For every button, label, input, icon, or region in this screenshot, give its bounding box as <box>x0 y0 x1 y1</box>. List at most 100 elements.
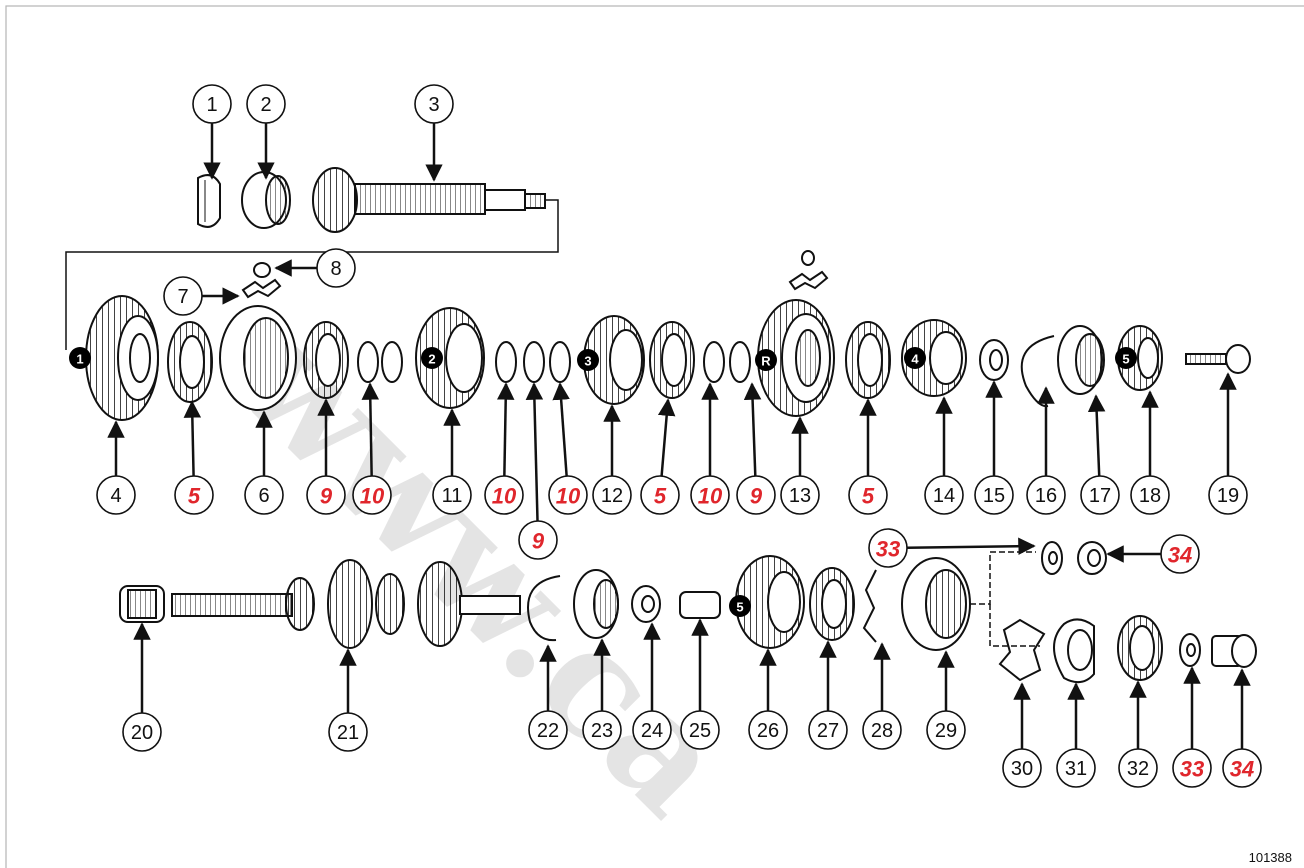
callout-circle <box>974 475 1014 515</box>
callout-label: 14 <box>933 485 955 507</box>
part-17-bearing <box>1057 325 1105 395</box>
gear-marker-label: 1 <box>76 352 83 367</box>
gear-marker-label: 3 <box>584 354 591 369</box>
part-11-gear-2 <box>415 307 485 409</box>
callout-10: 10 <box>352 475 392 515</box>
callout-circle <box>414 84 454 124</box>
callout-circle <box>690 475 730 515</box>
callout-circle <box>352 475 392 515</box>
gear-marker-1: 1 <box>69 347 91 369</box>
callout-3: 3 <box>414 84 454 124</box>
part-10-spring-c <box>703 341 751 383</box>
callout-circle <box>748 710 788 750</box>
callout-30: 30 <box>1002 748 1042 788</box>
part-12-gear-3 <box>583 315 645 405</box>
reference-code: 101388 <box>1249 850 1292 865</box>
gear-marker-R: R <box>755 349 777 371</box>
gear-marker-5: 5 <box>1115 347 1137 369</box>
callout-circle <box>1026 475 1066 515</box>
part-14-gear-4 <box>901 319 967 397</box>
callout-circle <box>632 710 672 750</box>
callout-34: 34 <box>1160 534 1200 574</box>
callout-19: 19 <box>1208 475 1248 515</box>
callout-circle <box>592 475 632 515</box>
callout-4: 4 <box>96 475 136 515</box>
callout-label: 16 <box>1035 485 1057 507</box>
part-1-bearing-cup <box>197 174 221 228</box>
hub-link-line-b <box>989 604 1040 647</box>
part-10-spring <box>357 341 403 383</box>
callout-23: 23 <box>582 710 622 750</box>
callout-label: 10 <box>492 484 517 509</box>
callout-17: 17 <box>1080 475 1120 515</box>
callout-label: 10 <box>556 484 581 509</box>
callout-32: 32 <box>1118 748 1158 788</box>
part-29-synchro-hub <box>901 557 971 651</box>
callout-label: 24 <box>641 720 663 742</box>
gear-marker-label: 5 <box>1122 352 1129 367</box>
callout-label: 20 <box>131 722 153 744</box>
part-27-synchro-ring <box>809 567 855 641</box>
callout-circle <box>640 475 680 515</box>
page-border <box>5 5 1304 868</box>
callout-circle <box>548 475 588 515</box>
callout-label: 2 <box>260 94 271 116</box>
gear-marker-3: 3 <box>577 349 599 371</box>
part-20-needle-bearing <box>119 585 165 623</box>
callout-circle <box>432 475 472 515</box>
callout-circle <box>924 475 964 515</box>
callout-circle <box>246 84 286 124</box>
callout-33: 33 <box>1172 748 1212 788</box>
part-2-roller-bearing <box>241 171 291 229</box>
gear-marker-4: 4 <box>904 347 926 369</box>
callout-circle <box>163 276 203 316</box>
callout-label: 4 <box>110 485 121 507</box>
callout-31: 31 <box>1056 748 1096 788</box>
callout-label: 31 <box>1065 758 1087 780</box>
callout-circle <box>926 710 966 750</box>
callout-leader-5 <box>657 398 676 477</box>
callout-circle <box>1056 748 1096 788</box>
gear-marker-5: 5 <box>729 595 751 617</box>
gear-marker-disc <box>1115 347 1137 369</box>
callout-circle <box>582 710 622 750</box>
part-34-nut-top <box>1077 541 1107 575</box>
callout-circle <box>1080 475 1120 515</box>
callout-circle <box>244 475 284 515</box>
callout-label: 33 <box>876 537 900 562</box>
callout-circle <box>736 475 776 515</box>
part-33-washer <box>1179 633 1201 667</box>
part-6-synchro-hub <box>219 305 297 411</box>
part-4-gear-1 <box>85 295 159 421</box>
callout-circle <box>192 84 232 124</box>
callout-22: 22 <box>528 710 568 750</box>
callout-label: 12 <box>601 485 623 507</box>
callout-9: 9 <box>736 475 776 515</box>
callout-circle <box>122 712 162 752</box>
callout-33: 33 <box>868 528 908 568</box>
part-9-synchro-ring <box>303 321 349 399</box>
callout-leader-9 <box>743 382 762 477</box>
part-24-washer <box>631 585 661 623</box>
callout-10: 10 <box>690 475 730 515</box>
hub-link-line <box>970 551 1036 605</box>
callout-circle <box>808 710 848 750</box>
callout-label: 15 <box>983 485 1005 507</box>
callout-circle <box>1160 534 1200 574</box>
callout-2: 2 <box>246 84 286 124</box>
gear-marker-label: 4 <box>911 352 919 367</box>
secondary-shaft-parts <box>119 541 1257 684</box>
gear-marker-2: 2 <box>421 347 443 369</box>
callout-circle <box>174 475 214 515</box>
leader-arrows <box>107 123 1251 749</box>
gear-marker-disc <box>729 595 751 617</box>
callout-label: 22 <box>537 720 559 742</box>
part-22-circlip <box>527 575 561 642</box>
callout-5: 5 <box>848 475 888 515</box>
callout-label: 30 <box>1011 758 1033 780</box>
callout-8: 8 <box>316 248 356 288</box>
callout-20: 20 <box>122 712 162 752</box>
